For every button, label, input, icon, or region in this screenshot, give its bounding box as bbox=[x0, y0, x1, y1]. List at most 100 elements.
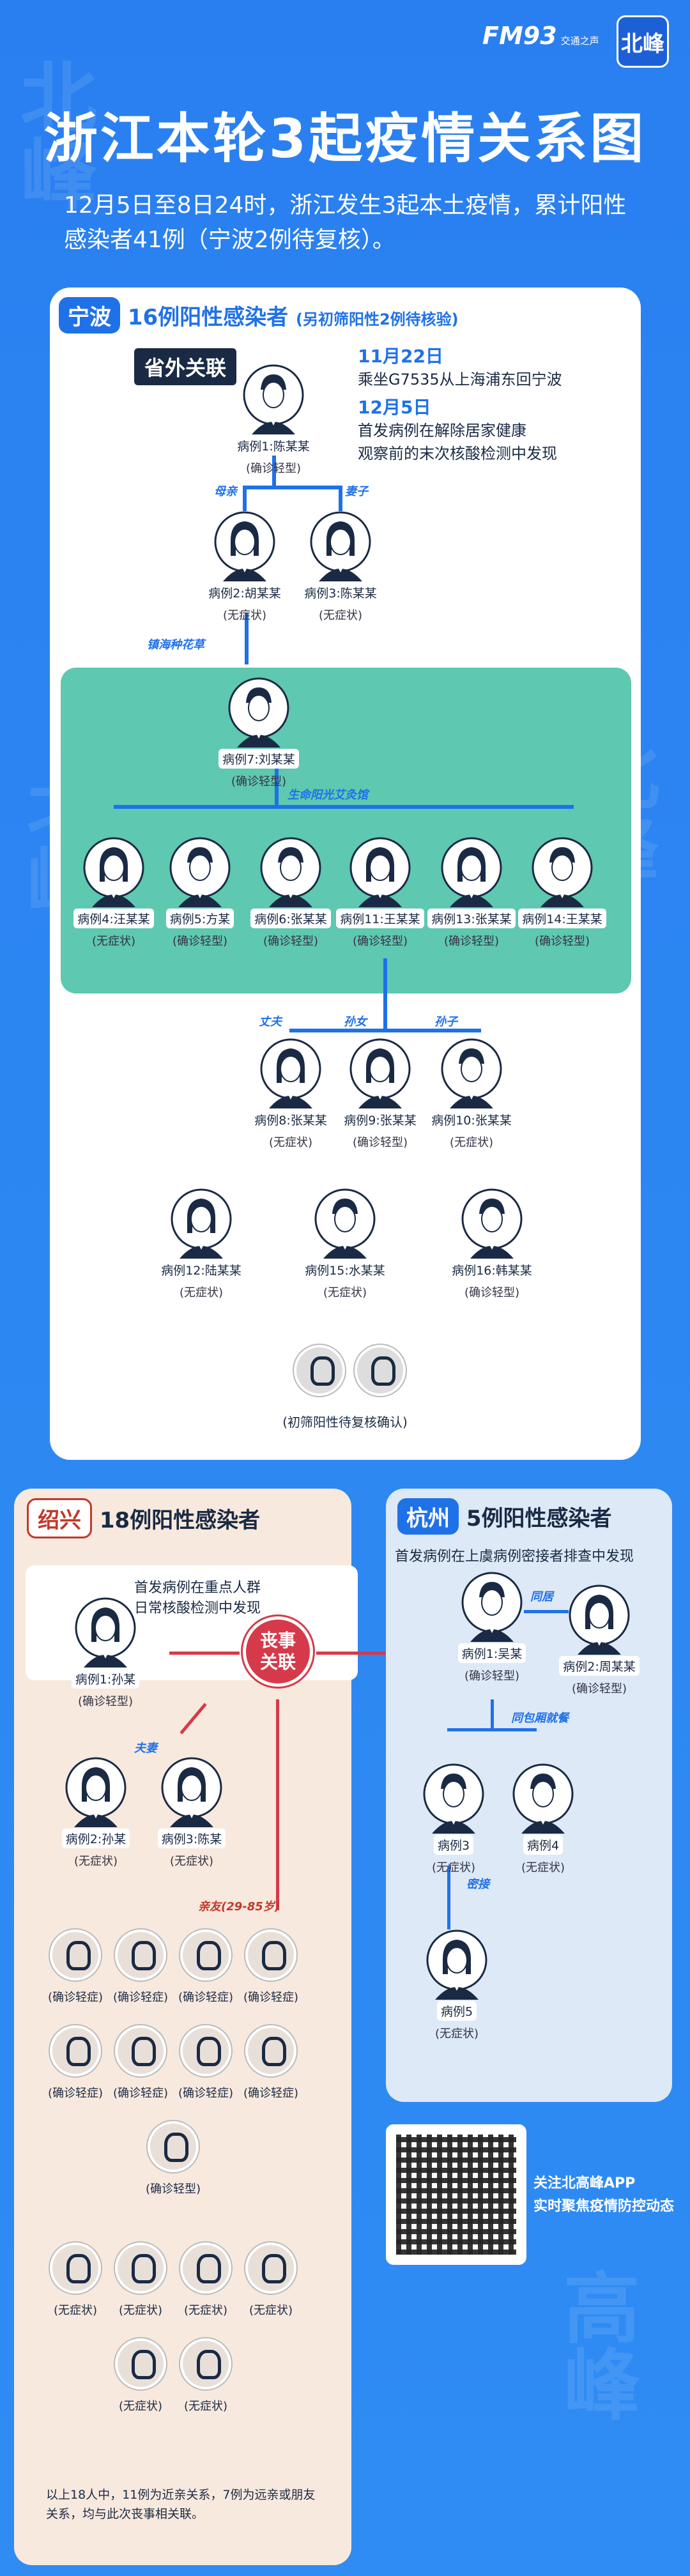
relative-case-status: (无症状) bbox=[249, 2304, 293, 2317]
relative-case-status: (确诊轻症) bbox=[243, 1991, 299, 2004]
case-status: (确诊轻型) bbox=[464, 1286, 520, 1300]
relative-case-status: (确诊轻症) bbox=[243, 2087, 299, 2100]
case-status: (无症状) bbox=[222, 609, 267, 622]
case-status: (无症状) bbox=[268, 1136, 313, 1149]
page-subtitle: 12月5日至8日24时，浙江发生3起本土疫情，累计阳性感染者41例（宁波2例待复… bbox=[64, 192, 627, 253]
person-avatar-icon bbox=[461, 1188, 523, 1259]
person-avatar-icon bbox=[314, 1188, 376, 1259]
relative-case-status: (无症状) bbox=[118, 2304, 163, 2317]
person-avatar-icon bbox=[349, 1038, 411, 1108]
person-avatar-icon bbox=[461, 1572, 523, 1642]
case-status: (无症状) bbox=[521, 1861, 565, 1874]
ningbo-case-10: 病例14:王某某(确诊轻型) bbox=[518, 837, 607, 949]
rel-mother-label: 母亲 bbox=[214, 485, 237, 498]
person-avatar-icon bbox=[260, 1038, 321, 1108]
pending-case-icon bbox=[294, 1345, 345, 1396]
person-avatar-icon bbox=[532, 837, 593, 907]
shaoxing-case-1: 病例1:孙某 (确诊轻型) bbox=[61, 1597, 150, 1709]
case-status: (无症状) bbox=[179, 1286, 224, 1300]
case-label: 病例2:孙某 bbox=[61, 1828, 130, 1848]
case-label: 病例14:王某某 bbox=[518, 908, 606, 928]
rel-place-label: 镇海种花草 bbox=[147, 638, 204, 652]
origin-badge: 省外关联 bbox=[134, 348, 237, 385]
ningbo-timeline: 11月22日 乘坐G7535从上海浦东回宁波 12月5日 首发病例在解除居家健康… bbox=[358, 346, 562, 463]
rel-couple-label: 夫妻 bbox=[134, 1742, 157, 1755]
relative-case-status: (无症状) bbox=[118, 2400, 163, 2413]
qr-code[interactable] bbox=[386, 2124, 526, 2265]
venue-cluster bbox=[61, 668, 631, 993]
ningbo-case-6: 病例5:方某 (确诊轻型) bbox=[155, 837, 245, 949]
case-status: (无症状) bbox=[91, 935, 136, 948]
relative-case-status: (无症状) bbox=[183, 2400, 228, 2413]
hangzhou-note: 首发病例在上虞病例密接者排查中发现 bbox=[395, 1549, 634, 1565]
hangzhou-case-1: 病例1:吴某(确诊轻型) bbox=[447, 1572, 537, 1683]
rel-relatives-label: 亲友(29-85岁) bbox=[198, 1900, 280, 1913]
ningbo-case-14: 病例12:陆某某(无症状) bbox=[157, 1188, 246, 1300]
person-avatar-icon bbox=[260, 837, 321, 907]
page-title: 浙江本轮3起疫情关系图 bbox=[43, 107, 647, 170]
relative-case-icon bbox=[245, 1929, 296, 1981]
hangzhou-case-5: 病例5 (无症状) bbox=[412, 1929, 502, 2041]
person-avatar-icon bbox=[65, 1757, 126, 1827]
case-status: (无症状) bbox=[318, 609, 363, 622]
case-label: 病例3:陈某 bbox=[157, 1828, 226, 1848]
ningbo-case-9: 病例13:张某某(确诊轻型) bbox=[427, 837, 516, 949]
ningbo-case-3: 病例3:陈某某(无症状) bbox=[296, 511, 385, 623]
case-label: 病例5:方某 bbox=[165, 908, 234, 928]
case-status: (确诊轻型) bbox=[443, 935, 500, 948]
relative-case-status: (确诊轻症) bbox=[112, 2087, 169, 2100]
person-avatar-icon bbox=[83, 837, 144, 907]
case-label: 病例10:张某某 bbox=[427, 1110, 516, 1130]
case-label: 病例1:孙某 bbox=[71, 1669, 140, 1689]
relative-case-status: (确诊轻症) bbox=[47, 1991, 103, 2004]
relative-case-icon bbox=[50, 2242, 101, 2294]
ningbo-case-16: 病例16:韩某某 (确诊轻型) bbox=[447, 1188, 537, 1300]
ningbo-case-15: 病例15:水某某(无症状) bbox=[300, 1188, 390, 1300]
person-avatar-icon bbox=[423, 1763, 484, 1834]
person-avatar-icon bbox=[310, 511, 371, 581]
relative-case-icon bbox=[50, 1929, 101, 1981]
case-status: (确诊轻型) bbox=[231, 775, 287, 788]
ningbo-case-12: 病例9:张某某(确诊轻型) bbox=[335, 1038, 425, 1150]
case-status: (确诊轻型) bbox=[172, 935, 228, 948]
case-status: (无症状) bbox=[73, 1855, 118, 1868]
hangzhou-case-2: 病例2:周某某(确诊轻型) bbox=[555, 1584, 644, 1696]
ningbo-case-4: 病例7:刘某某 (确诊轻型) bbox=[214, 677, 303, 789]
case-status: (无症状) bbox=[323, 1286, 367, 1300]
case-status: (确诊轻型) bbox=[77, 1695, 134, 1708]
hangzhou-case-4: 病例4(无症状) bbox=[498, 1763, 588, 1875]
rel-grandson-label: 孙子 bbox=[434, 1015, 457, 1029]
hangzhou-header: 杭州 5例阳性感染者 bbox=[397, 1498, 612, 1535]
case-status: (无症状) bbox=[449, 1136, 494, 1149]
person-avatar-icon bbox=[243, 364, 304, 434]
case-label: 病例7:刘某某 bbox=[218, 749, 299, 769]
case-label: 病例16:韩某某 bbox=[448, 1260, 536, 1280]
app-badge: 北峰 bbox=[617, 15, 669, 68]
case-label: 病例1:陈某某 bbox=[233, 436, 314, 456]
shaoxing-case-3: 病例3:陈某(无症状) bbox=[147, 1757, 236, 1869]
relative-case-icon bbox=[50, 2025, 101, 2076]
case-label: 病例5 bbox=[436, 2001, 477, 2021]
case-status: (无症状) bbox=[434, 2027, 479, 2041]
person-avatar-icon bbox=[75, 1597, 136, 1667]
relative-case-status: (确诊轻症) bbox=[112, 1991, 169, 2004]
ningbo-case-2: 病例2:胡某某(无症状) bbox=[200, 511, 289, 623]
shaoxing-footer: 以上18人中，11例为近亲关系，7例为远亲或朋友关系，均与此次丧事相关联。 bbox=[46, 2488, 316, 2521]
person-avatar-icon bbox=[228, 677, 289, 747]
shaoxing-header: 绍兴 18例阳性感染者 bbox=[27, 1498, 260, 1538]
funeral-hub: 丧事关联 bbox=[243, 1616, 313, 1687]
ningbo-case-7: 病例6:张某某(确诊轻型) bbox=[246, 837, 335, 949]
pending-case-icon bbox=[355, 1345, 406, 1396]
person-avatar-icon bbox=[441, 837, 502, 907]
person-avatar-icon bbox=[349, 837, 411, 907]
shaoxing-note: 首发病例在重点人群日常核酸检测中发现 bbox=[134, 1580, 261, 1616]
relative-case-icon bbox=[245, 2242, 296, 2294]
ningbo-case-11: 病例8:张某某(无症状) bbox=[246, 1038, 335, 1150]
person-avatar-icon bbox=[214, 511, 275, 581]
case-status: (确诊轻型) bbox=[352, 935, 408, 948]
hangzhou-case-3: 病例3(无症状) bbox=[409, 1763, 498, 1875]
relative-case-status: (无症状) bbox=[53, 2304, 98, 2317]
person-avatar-icon bbox=[512, 1763, 574, 1834]
